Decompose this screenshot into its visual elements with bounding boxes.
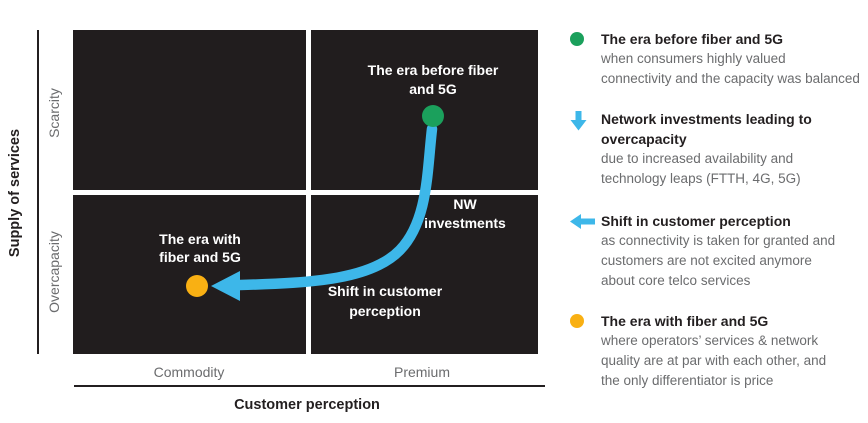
legend-green-dot-icon — [565, 29, 601, 89]
quadrant-matrix — [73, 30, 538, 354]
horizontal-divider — [73, 190, 538, 195]
legend-item-network-investments: Network investments leading to overcapac… — [565, 109, 867, 189]
x-tick-commodity: Commodity — [153, 364, 225, 380]
legend-description: where operators’ services & network qual… — [601, 333, 827, 388]
label-shift-perception: Shift in customer perception — [327, 283, 443, 319]
left-arrow-icon — [565, 211, 601, 291]
label-era-with: The era with fiber and 5G — [159, 231, 241, 265]
legend-description: as connectivity is taken for granted and… — [601, 233, 836, 288]
label-nw-investments: NW investments — [424, 196, 506, 231]
x-tick-premium: Premium — [393, 364, 450, 380]
transition-arrow-curve — [234, 123, 438, 291]
era-before-dot — [422, 105, 444, 127]
legend-item-shift-perception: Shift in customer perception as connecti… — [565, 211, 867, 291]
legend-orange-dot-icon — [565, 311, 601, 391]
legend-description: when consumers highly valued connectivit… — [601, 51, 860, 86]
down-arrow-icon — [565, 109, 601, 189]
legend-title: The era before fiber and 5G — [601, 31, 784, 47]
legend-item-era-before: The era before fiber and 5G when consume… — [565, 29, 867, 89]
legend-item-era-with: The era with fiber and 5G where operator… — [565, 311, 867, 391]
x-axis-title: Customer perception — [234, 397, 380, 413]
legend-title: Shift in customer perception — [601, 213, 791, 229]
y-axis-line — [37, 30, 39, 354]
legend-title: Network investments leading to overcapac… — [601, 111, 812, 147]
legend-description: due to increased availability and techno… — [601, 151, 801, 186]
transition-arrowhead-icon — [211, 271, 240, 301]
legend-title: The era with fiber and 5G — [601, 313, 769, 329]
label-era-before: The era before fiber and 5G — [367, 62, 499, 97]
era-with-dot — [186, 275, 208, 297]
x-axis-line — [74, 385, 545, 387]
